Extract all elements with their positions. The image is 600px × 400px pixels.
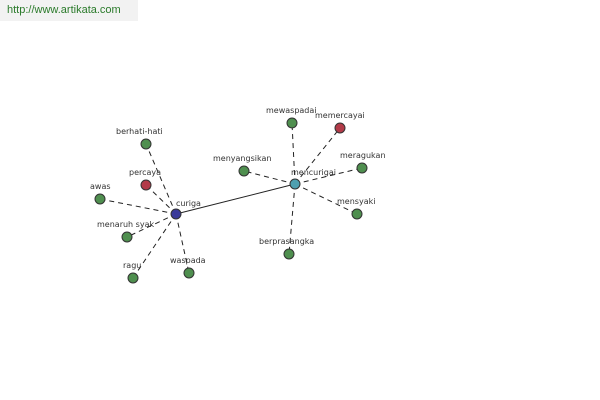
node-label-mensyaki: mensyaki: [337, 197, 375, 206]
edge-curiga-ragu: [132, 213, 177, 279]
node-label-ragu: ragu: [123, 261, 141, 270]
node-label-menyangsikan: menyangsikan: [213, 154, 271, 163]
edge-mencurigai-berprasangka: [288, 183, 296, 255]
node-awas[interactable]: [94, 193, 106, 205]
watermark-url: http://www.artikata.com: [0, 0, 138, 21]
node-meragukan[interactable]: [356, 162, 368, 174]
node-berhati-hati[interactable]: [140, 138, 152, 150]
edge-mencurigai-mewaspadai: [291, 122, 296, 185]
node-label-berhati-hati: berhati-hati: [116, 127, 163, 136]
edge-curiga-awas: [99, 198, 177, 215]
node-label-meragukan: meragukan: [340, 151, 386, 160]
node-curiga[interactable]: [170, 208, 182, 220]
node-berprasangka[interactable]: [283, 248, 295, 260]
node-mewaspadai[interactable]: [286, 117, 298, 129]
edge-mencurigai-menyangsikan: [243, 170, 296, 185]
edge-mencurigai-memercayai: [294, 127, 341, 185]
edge-curiga-waspada: [175, 213, 190, 274]
edge-curiga-berhati-hati: [145, 143, 177, 215]
node-label-waspada: waspada: [170, 256, 206, 265]
edge-curiga-percaya: [145, 184, 177, 215]
node-menyangsikan[interactable]: [238, 165, 250, 177]
node-label-berprasangka: berprasangka: [259, 237, 314, 246]
node-label-awas: awas: [90, 182, 111, 191]
edge-mencurigai-meragukan: [294, 167, 363, 185]
node-mencurigai[interactable]: [289, 178, 301, 190]
node-label-memercayai: memercayai: [315, 111, 365, 120]
node-menaruh-syak[interactable]: [121, 231, 133, 243]
node-waspada[interactable]: [183, 267, 195, 279]
node-ragu[interactable]: [127, 272, 139, 284]
edge-curiga-menaruh-syak: [126, 213, 177, 238]
labels-layer: curiga mencurigai berhati-hati percaya awas m…: [90, 106, 386, 270]
edges-layer: [99, 122, 363, 279]
edge-curiga-mencurigai: [175, 183, 296, 215]
node-percaya[interactable]: [140, 179, 152, 191]
edge-mencurigai-mensyaki: [294, 183, 358, 215]
node-label-mencurigai: mencurigai: [291, 168, 336, 177]
node-label-mewaspadai: mewaspadai: [266, 106, 317, 115]
node-mensyaki[interactable]: [351, 208, 363, 220]
nodes-layer: [94, 117, 368, 284]
node-memercayai[interactable]: [334, 122, 346, 134]
node-label-menaruh-syak: menaruh syak: [97, 220, 154, 229]
node-label-curiga: curiga: [176, 199, 201, 208]
node-label-percaya: percaya: [129, 168, 161, 177]
